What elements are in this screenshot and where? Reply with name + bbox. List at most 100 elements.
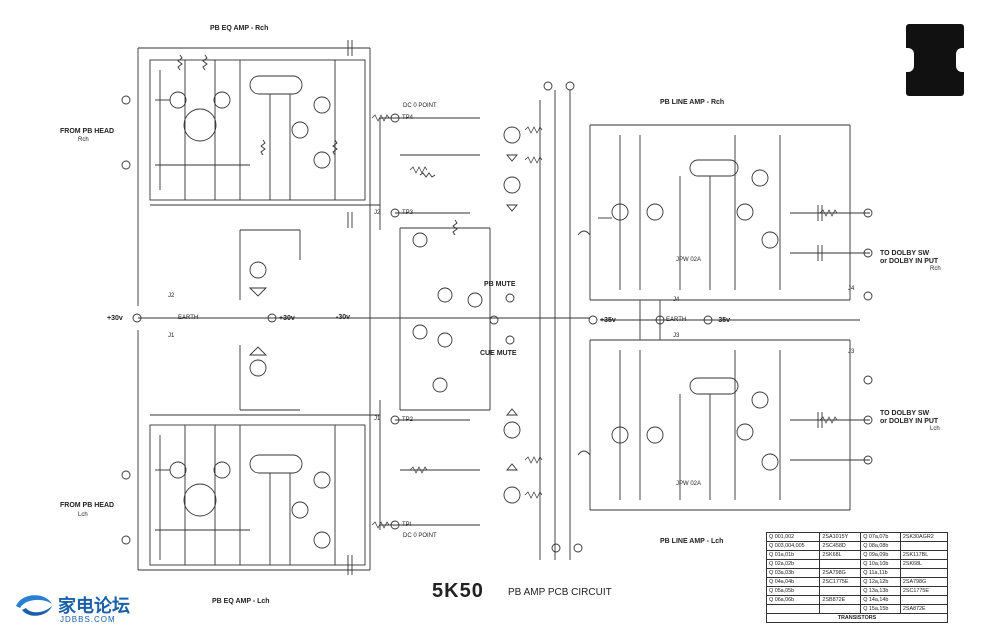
label-to-dolby-r-ch: Rch (930, 266, 941, 272)
transistor-cell (819, 604, 862, 614)
transistor-cell: 2SB872E (819, 595, 862, 605)
transistor-cell: Q 10a,10b (860, 559, 901, 569)
transistor-cell: Q 02a,02b (765, 559, 821, 569)
eq-amp-rch (149, 40, 366, 228)
transistor-cell: Q 07a,07b (860, 532, 901, 542)
transistor-cell: 2SK30AGR2 (899, 532, 949, 542)
label-to-dolby-l: TO DOLBY SW (880, 410, 930, 417)
label-tp4: TP4 (402, 115, 414, 121)
label-pb-eq-amp-rch: PB EQ AMP - Rch (210, 25, 269, 32)
bus-lines (137, 47, 870, 571)
transistor-cell: 2SK117BL (899, 550, 949, 560)
label-j3: J3 (848, 349, 855, 355)
transistor-cell: Q 001,002 (765, 532, 821, 542)
transistor-cell: Q 01a,01b (765, 550, 821, 560)
label-j1-left: J1 (168, 333, 175, 339)
label-dc0-point-bottom: DC 0 POINT (403, 533, 437, 539)
label-earth-right: EARTH (666, 317, 687, 323)
label-tp1: TPl (402, 522, 411, 528)
resistors (371, 114, 838, 529)
block-notch-right (956, 48, 964, 72)
transistor-cell: Q 003,004,005 (765, 541, 821, 551)
watermark-logo-icon (16, 595, 52, 616)
label-tp2: TP2 (402, 417, 414, 423)
transistor-footer-row: TRANSISTORS (766, 613, 948, 623)
label-jpw-bottom: JPW 02A (676, 481, 702, 487)
connector-pins (121, 81, 873, 553)
transistor-cell: Q 03a,03b (765, 568, 821, 578)
label-to-dolby-r2: or DOLBY IN PUT (880, 258, 939, 265)
schematic-title: 5K50 (432, 580, 484, 602)
transistor-cell: 2SA1015Y (819, 532, 862, 542)
label-j2: J2 (374, 210, 381, 216)
transistor-cell: 2SA798G (899, 577, 949, 587)
transistor-cell: 2SC1775E (899, 586, 949, 596)
transistor-cell: 2SK68L (899, 559, 949, 569)
transistor-cell (899, 595, 949, 605)
transistor-cell: Q 14a,14b (860, 595, 901, 605)
watermark-sub: JDBBS.COM (60, 615, 116, 624)
transistor-cell: Q 06a,06b (765, 595, 821, 605)
watermark-text: 家电论坛 (58, 596, 130, 616)
label-lch: Lch (78, 512, 88, 518)
transistor-cell: Q 13a,13b (860, 586, 901, 596)
transistor-cell: 2SA872E (899, 604, 949, 614)
black-block-mark (906, 24, 964, 96)
schematic-subtitle: PB AMP PCB CIRCUIT (508, 587, 612, 598)
label-tp3: TP3 (402, 210, 414, 216)
label-to-dolby-l2: or DOLBY IN PUT (880, 418, 939, 425)
transistor-cell: Q 05a,05b (765, 586, 821, 596)
transistor-cell (765, 604, 821, 614)
transistor-footer: TRANSISTORS (766, 613, 948, 623)
label-j1: J1 (374, 416, 381, 422)
mute-section (412, 126, 521, 504)
label-from-pb-head-l: FROM PB HEAD (60, 502, 115, 509)
transistor-cell: Q 08a,08b (860, 541, 901, 551)
label-from-pb-head-r: FROM PB HEAD (60, 128, 115, 135)
label-cue-mute: CUE MUTE (480, 350, 517, 357)
transistor-cell: 2SK68L (819, 550, 862, 560)
transistor-cell: Q 12a,12b (860, 577, 901, 587)
transistor-cell: Q 04a,04b (765, 577, 821, 587)
label-to-dolby-l-ch: Lch (930, 426, 940, 432)
label-to-dolby-r: TO DOLBY SW (880, 250, 930, 257)
eq-amp-lch (149, 424, 366, 575)
q07b-area (239, 229, 301, 411)
label-rch: Rch (78, 137, 89, 143)
transistor-cell: Q 09a,09b (860, 550, 901, 560)
label-j4: J4 (848, 286, 855, 292)
label-pb-mute: PB MUTE (484, 281, 516, 288)
label-jpw-top: JPW 02A (676, 257, 702, 263)
label-earth-left: EARTH (178, 315, 199, 321)
transistor-cell: 2SA798G (819, 568, 862, 578)
label-j3-mid: J3 (673, 333, 680, 339)
line-amp-lch (577, 350, 823, 500)
line-amp-rch (577, 135, 823, 290)
transistor-cell (899, 568, 949, 578)
label-pb-line-amp-rch: PB LINE AMP - Rch (660, 99, 725, 106)
transistor-cell: Q 15a,15b (860, 604, 901, 614)
label-plus35v: +35v (600, 317, 616, 324)
label-minus35v: -35v (716, 317, 731, 324)
transistor-cell: 2SC458D (819, 541, 862, 551)
transistor-cell (899, 541, 949, 551)
label-plus30v-mid: +30v (279, 315, 295, 322)
label-j2-left: J2 (168, 293, 175, 299)
label-dc0-point-top: DC 0 POINT (403, 103, 437, 109)
transistor-cell (819, 586, 862, 596)
transistor-cell: 2SC1775E (819, 577, 862, 587)
label-plus30v: +30v (107, 315, 123, 322)
transistor-cell: Q 11a,11b (860, 568, 901, 578)
label-minus30v: -30v (336, 314, 351, 321)
transistor-cell (819, 559, 862, 569)
